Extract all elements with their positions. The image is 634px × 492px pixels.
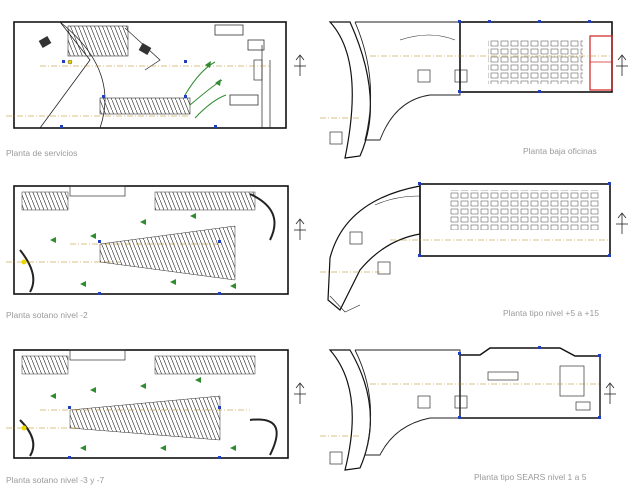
north-arrow-icon <box>616 212 628 234</box>
north-arrow-icon <box>616 54 628 76</box>
north-arrow-icon <box>604 382 616 404</box>
caption-sotano-3-7: Planta sotano nivel -3 y -7 <box>6 475 105 485</box>
north-arrow-icon <box>294 218 306 240</box>
plan-tipo: Planta tipo nivel +5 a +15 <box>320 182 628 318</box>
caption-sears: Planta tipo SEARS nivel 1 a 5 <box>474 472 587 482</box>
caption-sotano-2: Planta sotano nivel -2 <box>6 310 88 320</box>
north-arrow-icon <box>294 382 306 404</box>
plan-baja-oficinas: Planta baja oficinas <box>320 20 628 159</box>
caption-servicios: Planta de servicios <box>6 148 77 158</box>
plan-sotano-3-7: Planta sotano nivel -3 y -7 <box>6 349 306 485</box>
plan-sotano-2: Planta sotano nivel -2 <box>6 185 306 320</box>
caption-baja-oficinas: Planta baja oficinas <box>523 146 597 156</box>
plan-sears: Planta tipo SEARS nivel 1 a 5 <box>320 346 616 482</box>
north-arrow-icon <box>294 54 306 76</box>
caption-tipo: Planta tipo nivel +5 a +15 <box>503 308 599 318</box>
plan-servicios: Planta de servicios <box>6 21 306 158</box>
